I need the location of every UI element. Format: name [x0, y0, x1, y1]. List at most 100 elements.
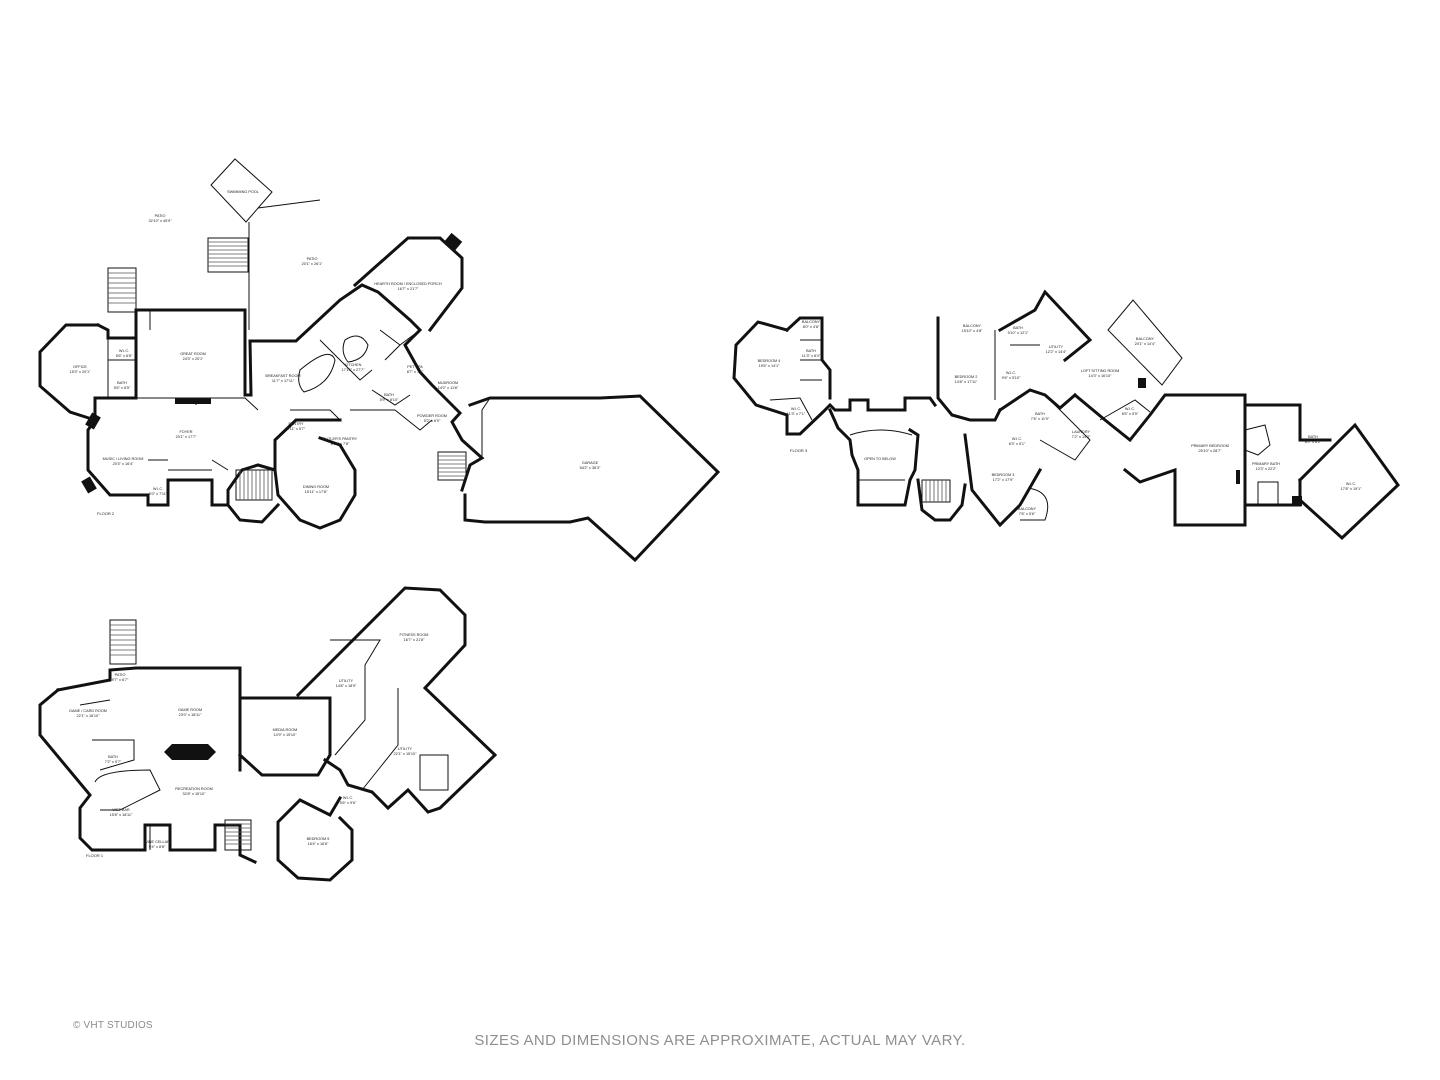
room-name: RECREATION ROOM	[175, 787, 212, 791]
floor-2-left-walls	[38, 283, 485, 492]
room-dimensions: 5'9" x 8'10"	[380, 398, 399, 402]
recreation-fireplace	[164, 744, 216, 760]
room-dimensions: 6'5" x 5'5"	[1122, 412, 1139, 416]
room-name: PET SPA	[407, 365, 423, 369]
room-name: BEDROOM 2	[955, 375, 978, 379]
room-name: BATH	[108, 755, 118, 759]
room-name: BEDROOM 5	[307, 837, 330, 841]
room-name: BATH	[384, 393, 394, 397]
garage-walls	[463, 394, 721, 563]
room-label: W.I.C.11'3" x 7'1"	[787, 407, 806, 416]
floor-3-stairs	[921, 479, 951, 503]
floor-1-label: FLOOR 1	[86, 853, 104, 858]
room-dimensions: 6'11" x 5'7"	[287, 427, 306, 431]
room-dimensions: 5'0" x 7'11"	[149, 492, 168, 496]
room-dimensions: 15'3" x 20'1"	[70, 370, 91, 374]
copyright-notice: © VHT STUDIOS	[73, 1020, 153, 1031]
room-name: MUDROOM	[438, 381, 458, 385]
room-dimensions: 7'6" x 11'9"	[1031, 417, 1050, 421]
room-name: GAME ROOM	[178, 708, 202, 712]
room-dimensions: 14'8" x 18'9"	[336, 684, 357, 688]
room-dimensions: 7'8" x 5'6"	[1019, 512, 1036, 516]
room-name: UTILITY	[339, 679, 354, 683]
room-name: W.I.C.	[1125, 407, 1135, 411]
room-dimensions: 14'3" x 16'10"	[1089, 374, 1113, 378]
room-dimensions: 22'1" x 16'10"	[77, 714, 101, 718]
room-name: W.I.C.	[1006, 371, 1016, 375]
room-name: DINING ROOM	[303, 485, 329, 489]
room-label: W.I.C.5'6" x 6'8"	[116, 349, 133, 358]
room-name: OFFICE	[73, 365, 87, 369]
kitchen-island	[298, 353, 336, 393]
floor-3-label: FLOOR 3	[790, 448, 808, 453]
room-name: BATH	[806, 349, 816, 353]
dimensions-disclaimer: SIZES AND DIMENSIONS ARE APPROXIMATE, AC…	[474, 1032, 966, 1049]
room-name: PRIMARY BATH	[1252, 462, 1280, 466]
pool-outline	[210, 158, 273, 223]
room-dimensions: 20'3" x 16'4"	[113, 462, 134, 466]
room-dimensions: 20'1" x 17'7"	[176, 435, 197, 439]
room-dimensions: 17'8" x 19'1"	[1341, 487, 1362, 491]
room-dimensions: 17'10" x 27'7"	[342, 368, 366, 372]
room-name: WINE CELLAR	[144, 840, 170, 844]
room-name: HEARTH ROOM / ENCLOSED PORCH	[374, 282, 441, 286]
room-name: SWIMMING POOL	[227, 190, 259, 194]
floor-3-plan	[732, 289, 1400, 541]
room-name: GAME / CARD ROOM	[69, 709, 107, 713]
room-dimensions: 16'7" x 21'8"	[404, 638, 425, 642]
floor-1-walls-left	[38, 687, 257, 864]
room-dimensions: 8'0" x 4'8"	[803, 325, 820, 329]
room-name: POWDER ROOM	[417, 414, 447, 418]
room-dimensions: 5'6" x 6'5"	[114, 386, 131, 390]
room-dimensions: 14'0" x 11'8"	[438, 386, 459, 390]
room-dimensions: 7'2" x 14'3"	[1072, 435, 1091, 439]
room-name: OPEN TO BELOW	[864, 457, 896, 461]
room-name: BUTLER'S PANTRY	[323, 437, 358, 441]
room-name: BALCONY	[1136, 337, 1155, 341]
room-name: W.I.C.	[119, 349, 129, 353]
room-dimensions: 9'6" x 5'10"	[1002, 376, 1021, 380]
room-dimensions: 24'3" x 20'1"	[183, 357, 204, 361]
room-dimensions: 22'1" x 15'10"	[394, 752, 418, 756]
room-name: W.I.C.	[1346, 482, 1356, 486]
room-dimensions: 25'10" x 28'7"	[1199, 449, 1223, 453]
room-dimensions: 11'3" x 7'1"	[787, 412, 806, 416]
room-dimensions: 32'8" x 15'10"	[183, 792, 207, 796]
room-dimensions: 8'10" x 7'8"	[331, 442, 350, 446]
room-dimensions: 5'6" x 9'6"	[340, 801, 357, 805]
room-name: PANTRY	[288, 422, 304, 426]
room-dimensions: 23'0" x 18'11"	[179, 713, 202, 717]
room-name: BATH	[1035, 412, 1045, 416]
room-dimensions: 15'8" x 18'11"	[110, 813, 133, 817]
room-dimensions: 6'3" x 5'1"	[1009, 442, 1026, 446]
room-name: BALCONY	[963, 324, 982, 328]
room-dimensions: 15'10" x 4'8"	[962, 329, 983, 333]
room-dimensions: 32'10" x 45'9"	[149, 219, 173, 223]
room-name: GARAGE	[582, 461, 599, 465]
room-name: LOFT SITTING ROOM	[1081, 369, 1120, 373]
room-dimensions: 16'7" x 21'7"	[398, 287, 419, 291]
